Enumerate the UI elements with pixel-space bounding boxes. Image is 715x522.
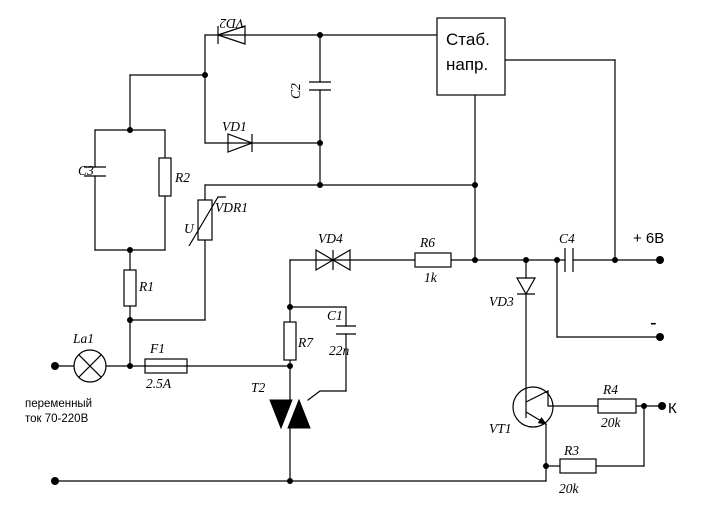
k-terminal-label: К (668, 400, 677, 417)
vd2-label: VD2 (219, 16, 244, 31)
r3-value: 20k (559, 481, 580, 496)
vdr1-u-label: U (184, 221, 195, 236)
r3-label: R3 (563, 443, 579, 458)
junction-dot (641, 403, 647, 409)
c1-value: 22n (329, 343, 350, 358)
junction-dot (127, 317, 133, 323)
minus-terminal-label: - (650, 312, 657, 334)
capacitor-c4-icon (564, 248, 574, 272)
vt1-label: VT1 (489, 421, 512, 436)
r6-value: 1k (424, 270, 438, 285)
junction-dot (317, 182, 323, 188)
junction-dot (554, 257, 560, 263)
junction-dot (523, 257, 529, 263)
c3-label: C3 (78, 163, 94, 178)
junction-dot (127, 247, 133, 253)
f1-value: 2.5A (146, 376, 172, 391)
c1-label: C1 (327, 308, 343, 323)
capacitor-c1-icon (336, 325, 356, 335)
junction-dot (287, 478, 293, 484)
c4-label: C4 (559, 231, 575, 246)
plus-6v-terminal-label: + 6В (633, 230, 664, 247)
diode-vd2-icon (216, 25, 246, 45)
wires (54, 34, 663, 482)
t2-label: T2 (251, 380, 266, 395)
terminal-dot (656, 333, 664, 341)
triac-t2-icon (269, 398, 311, 430)
terminal-dot (51, 477, 59, 485)
f1-label: F1 (149, 341, 165, 356)
junction-dot (317, 140, 323, 146)
junction-dot (202, 72, 208, 78)
junction-dot (543, 463, 549, 469)
resistor-r2-icon (158, 157, 172, 197)
lamp-la1-icon (73, 349, 107, 383)
vdr1-label: VDR1 (215, 200, 248, 215)
ac-note-line1: переменный (25, 398, 92, 410)
junction-dot (127, 363, 133, 369)
diode-vd3-icon (515, 277, 537, 296)
capacitor-c3-icon (84, 166, 106, 177)
r4-label: R4 (602, 382, 618, 397)
vd3-label: VD3 (489, 294, 514, 309)
r6-label: R6 (419, 235, 435, 250)
junction-dot (287, 363, 293, 369)
junction-dot (612, 257, 618, 263)
junction-dot (287, 304, 293, 310)
junction-dot (472, 257, 478, 263)
vd1-label: VD1 (222, 119, 247, 134)
resistor-r7-icon (283, 321, 297, 361)
fuse-f1-icon (144, 358, 188, 374)
diode-vd1-icon (227, 133, 254, 153)
capacitor-c2-icon (309, 81, 331, 91)
terminal-dot (656, 256, 664, 264)
junction-dot (317, 32, 323, 38)
terminal-dot (51, 362, 59, 370)
stabilizer-label-line2: напр. (446, 55, 488, 74)
la1-label: La1 (72, 331, 94, 346)
ac-note-line2: ток 70-220В (25, 413, 89, 425)
diac-vd4-icon (315, 248, 351, 272)
r7-label: R7 (297, 335, 314, 350)
junction-dot (472, 182, 478, 188)
resistor-r4-icon (597, 398, 637, 414)
stabilizer-label-line1: Стаб. (446, 30, 490, 49)
r1-label: R1 (138, 279, 154, 294)
stabilizer-box (436, 17, 506, 96)
resistor-r3-icon (559, 458, 597, 474)
resistor-r1-icon (123, 269, 137, 307)
c2-label: C2 (288, 83, 303, 99)
junction-dots (51, 32, 666, 485)
transistor-vt1-icon (512, 386, 554, 428)
varistor-vdr1-icon (188, 196, 226, 247)
junction-dot (127, 127, 133, 133)
r4-value: 20k (601, 415, 622, 430)
triac-gate-wire (307, 390, 347, 401)
resistor-r6-icon (414, 252, 452, 268)
terminal-dot (658, 402, 666, 410)
r2-label: R2 (174, 170, 190, 185)
vd4-label: VD4 (318, 231, 343, 246)
